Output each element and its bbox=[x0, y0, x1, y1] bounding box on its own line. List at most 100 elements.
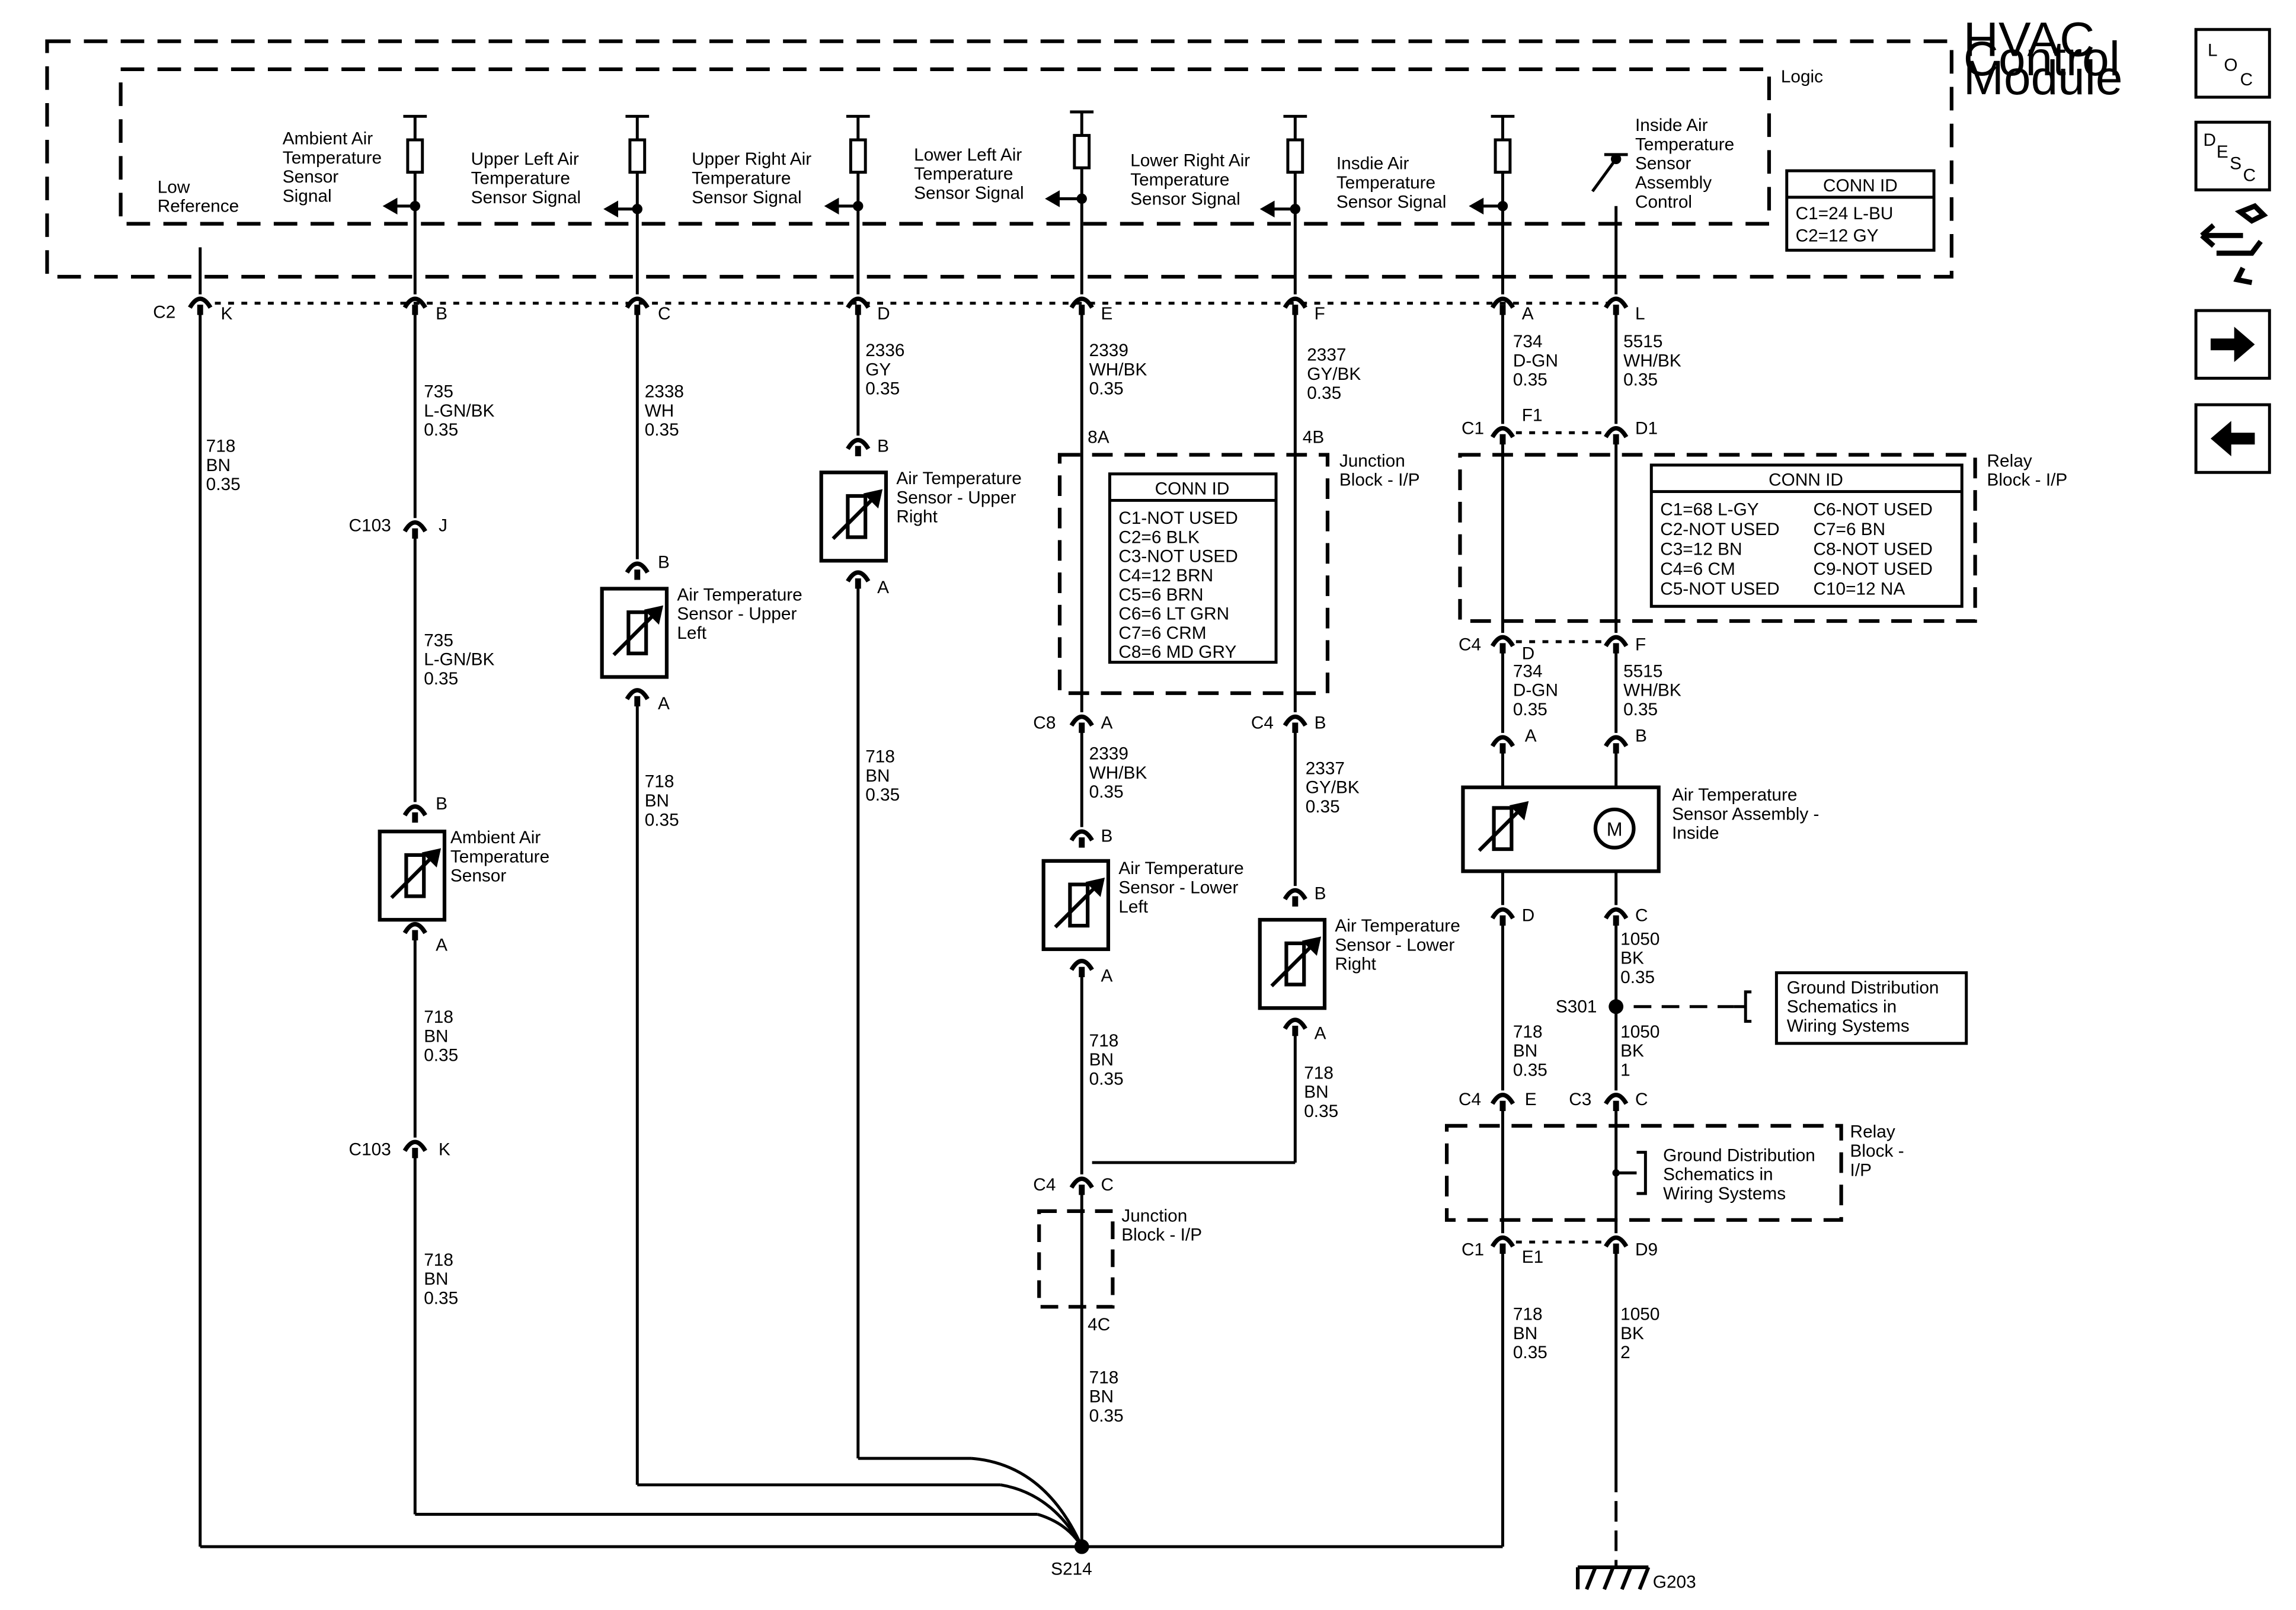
pin-label: E bbox=[1101, 304, 1113, 324]
pin-label: A bbox=[1525, 726, 1537, 746]
connector-cup bbox=[1283, 1017, 1307, 1030]
wire-label: 0.35 bbox=[424, 1046, 458, 1065]
wire-label: GY/BK bbox=[1306, 778, 1360, 798]
connector-cup bbox=[846, 437, 871, 450]
connector-cup bbox=[1604, 426, 1629, 438]
relay-block-label: Relay bbox=[1850, 1122, 1895, 1142]
connector-cup bbox=[1283, 888, 1307, 901]
module-connid-row: C2=12 GY bbox=[1796, 226, 1879, 245]
pin-label: B bbox=[1315, 884, 1326, 903]
sensors bbox=[378, 470, 1661, 1010]
wire-label: D-GN bbox=[1513, 351, 1558, 370]
upper-left-signal-label: Temperature bbox=[471, 169, 570, 188]
wire-label: BN bbox=[1304, 1083, 1328, 1102]
connector-cup bbox=[846, 570, 871, 583]
connector-cup bbox=[1604, 735, 1629, 748]
desc-button[interactable]: D E S C bbox=[2194, 120, 2271, 191]
lower-left-sensor-label: Sensor - Lower bbox=[1118, 878, 1238, 898]
wire-label: 0.35 bbox=[1307, 383, 1341, 403]
junction-block-label: Block - I/P bbox=[1339, 470, 1420, 490]
junction-connid-row: C6=6 LT GRN bbox=[1118, 604, 1229, 624]
back-arrow-icon[interactable] bbox=[2194, 403, 2271, 474]
wire-label: 0.35 bbox=[424, 420, 458, 440]
relay-connid-row: C1=68 L-GY bbox=[1660, 500, 1759, 519]
wire-label: 718 bbox=[645, 772, 674, 792]
relay-connid-row: C8-NOT USED bbox=[1813, 539, 1932, 559]
wire-label: 718 bbox=[865, 747, 895, 766]
pin-label: C1 bbox=[1462, 419, 1484, 438]
pin-label: C2 bbox=[153, 303, 175, 322]
pin-label: K bbox=[221, 304, 233, 324]
module-title-3: Module bbox=[1964, 51, 2123, 105]
wire-label: WH/BK bbox=[1089, 360, 1147, 379]
splice-s301-label: S301 bbox=[1556, 997, 1597, 1017]
forward-arrow-icon[interactable] bbox=[2194, 309, 2271, 380]
wire-label: 0.35 bbox=[1513, 700, 1547, 719]
wire-label: 2339 bbox=[1089, 744, 1128, 764]
pin-label: C103 bbox=[349, 1140, 391, 1160]
hvac-control-module: HVAC Control Module Logic CONN ID C1=24 … bbox=[45, 12, 2123, 279]
wire-label: 5515 bbox=[1623, 332, 1662, 351]
pin-label: C4 bbox=[1033, 1175, 1056, 1195]
loc-letter: C bbox=[2240, 70, 2253, 89]
module-connid-header: CONN ID bbox=[1823, 176, 1898, 196]
nav-buttons: L O C D E S C bbox=[2194, 28, 2271, 474]
wire-label: 0.35 bbox=[865, 785, 900, 805]
connector-cup bbox=[1604, 907, 1629, 920]
ambient-signal-label: Signal bbox=[283, 186, 332, 206]
wire-label: BN bbox=[1089, 1387, 1114, 1407]
wire-label: 0.35 bbox=[1089, 1406, 1124, 1426]
inside-sensor-label: Inside bbox=[1672, 824, 1719, 843]
connector-cup bbox=[402, 520, 427, 533]
wire-label: 2337 bbox=[1306, 758, 1345, 778]
desc-letter: S bbox=[2230, 154, 2241, 174]
loc-button[interactable]: L O C bbox=[2194, 28, 2271, 99]
module-title-2: Control bbox=[1964, 32, 2120, 86]
ambient-signal-label: Temperature bbox=[283, 148, 382, 168]
lower-left-signal-label: Sensor Signal bbox=[914, 183, 1024, 203]
splice-s301 bbox=[1609, 999, 1624, 1014]
wire-label: 2337 bbox=[1307, 345, 1346, 365]
relay-connid-row: C3=12 BN bbox=[1660, 539, 1742, 559]
wire-label: 734 bbox=[1513, 332, 1543, 351]
junction-block-label: Block - I/P bbox=[1121, 1225, 1202, 1245]
lower-right-sensor-label: Sensor - Lower bbox=[1335, 935, 1454, 955]
wire-label: 734 bbox=[1513, 661, 1543, 681]
pin-label: L bbox=[1635, 304, 1645, 324]
wire-label: 0.35 bbox=[1513, 370, 1547, 390]
upper-right-sensor-label: Right bbox=[896, 507, 938, 527]
pin-label: C bbox=[1635, 1090, 1648, 1109]
loc-letter: O bbox=[2224, 55, 2237, 75]
ground-distribution-ref[interactable]: Ground Distribution Schematics in Wiring… bbox=[1734, 971, 1968, 1045]
junction-connid-header: CONN ID bbox=[1155, 479, 1230, 499]
junction-block-label: Junction bbox=[1339, 451, 1405, 470]
wire-label: BN bbox=[424, 1269, 448, 1289]
wire-label: 718 bbox=[206, 437, 236, 456]
pin-label: D bbox=[1522, 906, 1535, 926]
relay-connid-row: C7=6 BN bbox=[1813, 520, 1885, 539]
ground-reference-label: Ground Distribution bbox=[1787, 978, 1939, 997]
pin-label: B bbox=[1101, 827, 1113, 846]
pin-label: F1 bbox=[1522, 405, 1543, 425]
connector-cup bbox=[402, 1140, 427, 1153]
wire-label: 1050 bbox=[1620, 929, 1659, 949]
wire-label: GY bbox=[865, 360, 891, 379]
wire-labels: 718 BN 0.35 735 L-GN/BK 0.35 735 L-GN/BK… bbox=[206, 332, 1681, 1426]
pin-label: A bbox=[1315, 1023, 1326, 1043]
ground-reference-label: Wiring Systems bbox=[1663, 1184, 1786, 1204]
wire-label: BN bbox=[865, 766, 890, 786]
pin-label: C103 bbox=[349, 516, 391, 536]
connector-cup bbox=[1490, 907, 1515, 920]
upper-left-signal-label: Sensor Signal bbox=[471, 188, 581, 207]
pin-label: C3 bbox=[1569, 1090, 1591, 1109]
wire-label: 0.35 bbox=[1513, 1343, 1547, 1362]
connector-link-icon[interactable] bbox=[2200, 203, 2268, 286]
wire-label: 718 bbox=[1304, 1063, 1334, 1083]
relay-block-label: Block - bbox=[1850, 1141, 1904, 1161]
wire-label: BN bbox=[1513, 1324, 1537, 1343]
connector-cup bbox=[1069, 714, 1094, 727]
wire-label: 0.35 bbox=[1620, 968, 1655, 987]
junction-connid-row: C1-NOT USED bbox=[1118, 508, 1237, 528]
module-connid-table: CONN ID C1=24 L-BU C2=12 GY bbox=[1785, 169, 1936, 252]
